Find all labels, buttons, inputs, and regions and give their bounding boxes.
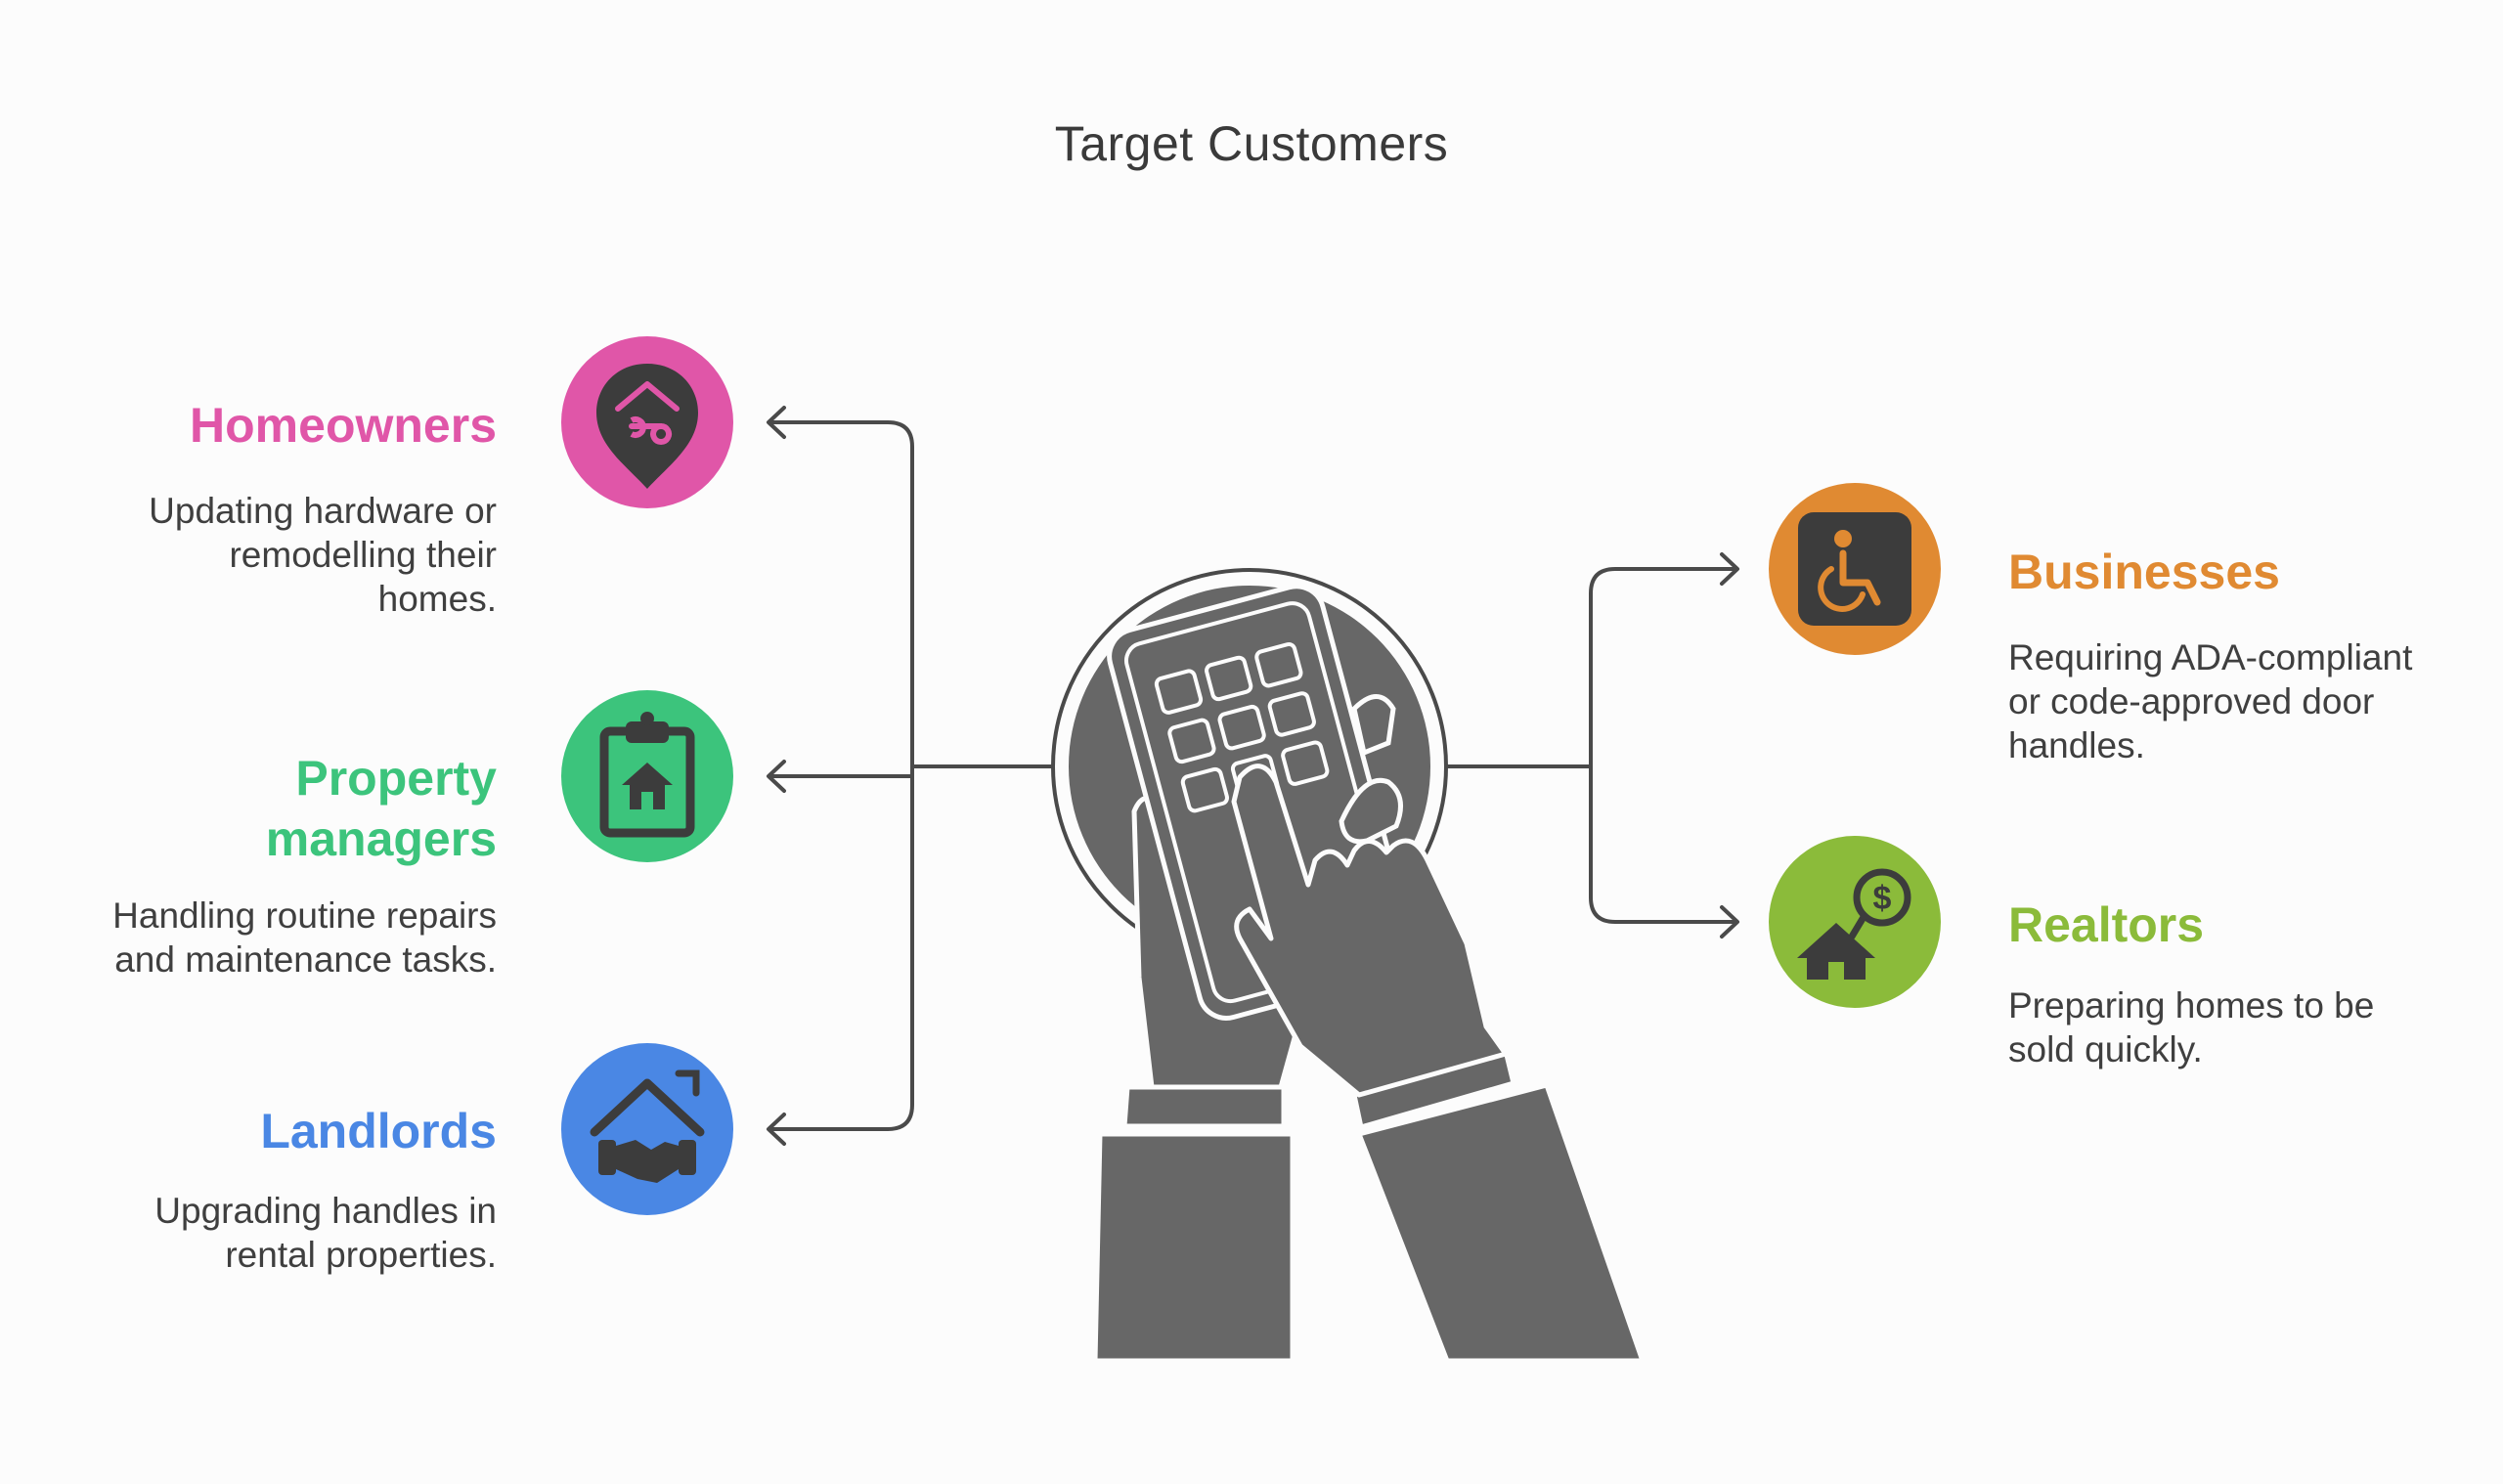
- realtors-description: Preparing homes to be sold quickly.: [2008, 985, 2375, 1069]
- hand-holding-keypad-icon: [1051, 568, 1647, 1364]
- arrowhead-businesses: [1720, 552, 1739, 586]
- arrowhead-landlords: [767, 1113, 786, 1146]
- homeowners-description: Updating hardware or remodelling their h…: [149, 491, 497, 619]
- connector-businesses: [1443, 567, 1738, 768]
- connector-realtors: [1589, 764, 1738, 924]
- landlords-description: Upgrading handles in rental properties.: [154, 1191, 497, 1275]
- wheelchair-accessibility-icon: [1765, 479, 1945, 659]
- house-handshake-icon: [557, 1039, 737, 1219]
- connector-landlords: [768, 764, 914, 1131]
- property-managers-description: Handling routine repairs and maintenance…: [112, 895, 497, 980]
- arrowhead-homeowners: [767, 406, 786, 439]
- property-managers-title: Property managers: [265, 751, 497, 866]
- homeowners-title: Homeowners: [190, 398, 497, 453]
- connector-homeowners: [768, 420, 1056, 768]
- arrowhead-realtors: [1720, 905, 1739, 938]
- clipboard-house-icon: [557, 686, 737, 866]
- house-dollar-sign-icon: $: [1765, 832, 1945, 1012]
- house-location-pin-wrench-icon: [557, 332, 737, 512]
- realtors-title: Realtors: [2008, 897, 2205, 952]
- svg-text:$: $: [1873, 880, 1892, 917]
- diagram-title: Target Customers: [1054, 116, 1449, 171]
- businesses-title: Businesses: [2008, 545, 2280, 599]
- landlords-title: Landlords: [260, 1104, 497, 1158]
- businesses-description: Requiring ADA-compliant or code-approved…: [2008, 637, 2413, 765]
- arrowhead-property-managers: [767, 760, 786, 793]
